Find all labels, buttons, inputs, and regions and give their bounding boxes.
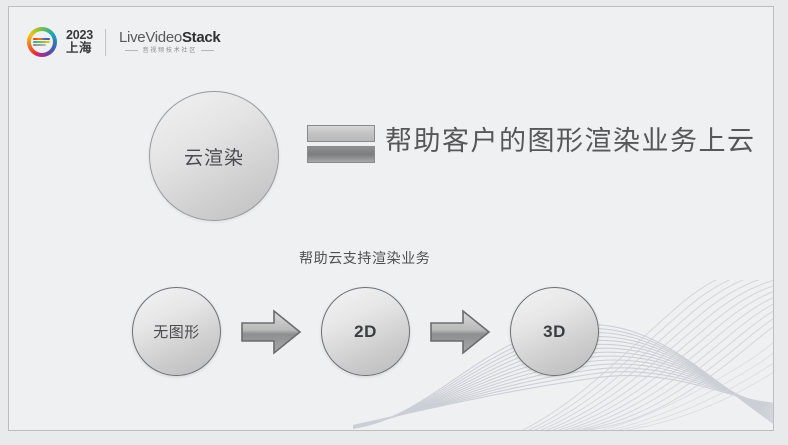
brand-wordmark-prefix: LiveVideo [119,28,182,46]
livevideostack-circle-logo-icon [27,27,57,57]
hero-heading: 帮助客户的图形渲染业务上云 [385,126,756,156]
two-stacked-bars-icon [307,125,375,163]
brand-year-city: 2023 上海 [66,29,93,55]
heading-bar-bottom [307,146,375,163]
slide-canvas: 2023 上海 LiveVideoStack 音视频技术社区 云渲染 帮助客户的… [8,6,774,431]
brand-wordmark-suffix: Stack [181,28,221,46]
right-block-arrow-icon-2 [430,308,491,355]
brand-wordmark: LiveVideoStack [119,28,221,46]
flow-step-no-graphics: 无图形 [132,287,221,376]
flow-step-label: 2D [354,321,377,341]
brand-city: 上海 [66,41,93,55]
brand-year: 2023 [66,28,94,43]
flow-step-3d: 3D [510,287,599,376]
brand-wordmark-block: LiveVideoStack 音视频技术社区 [119,28,221,54]
brand-divider [105,28,107,56]
heading-bar-top [307,125,375,142]
hero-circle: 云渲染 [149,91,279,221]
flow-caption: 帮助云支持渲染业务 [299,250,431,266]
brand-tagline: 音视频技术社区 [119,47,220,54]
brand-header: 2023 上海 LiveVideoStack 音视频技术社区 [27,23,221,61]
hero-circle-label: 云渲染 [183,146,244,169]
logo-inner-glyph [33,35,51,48]
right-block-arrow-icon-1 [241,308,302,355]
flow-step-2d: 2D [321,287,410,376]
flow-row: 无图形 2D [132,287,599,376]
flow-step-label: 无图形 [153,323,200,341]
flow-step-label: 3D [543,321,566,341]
